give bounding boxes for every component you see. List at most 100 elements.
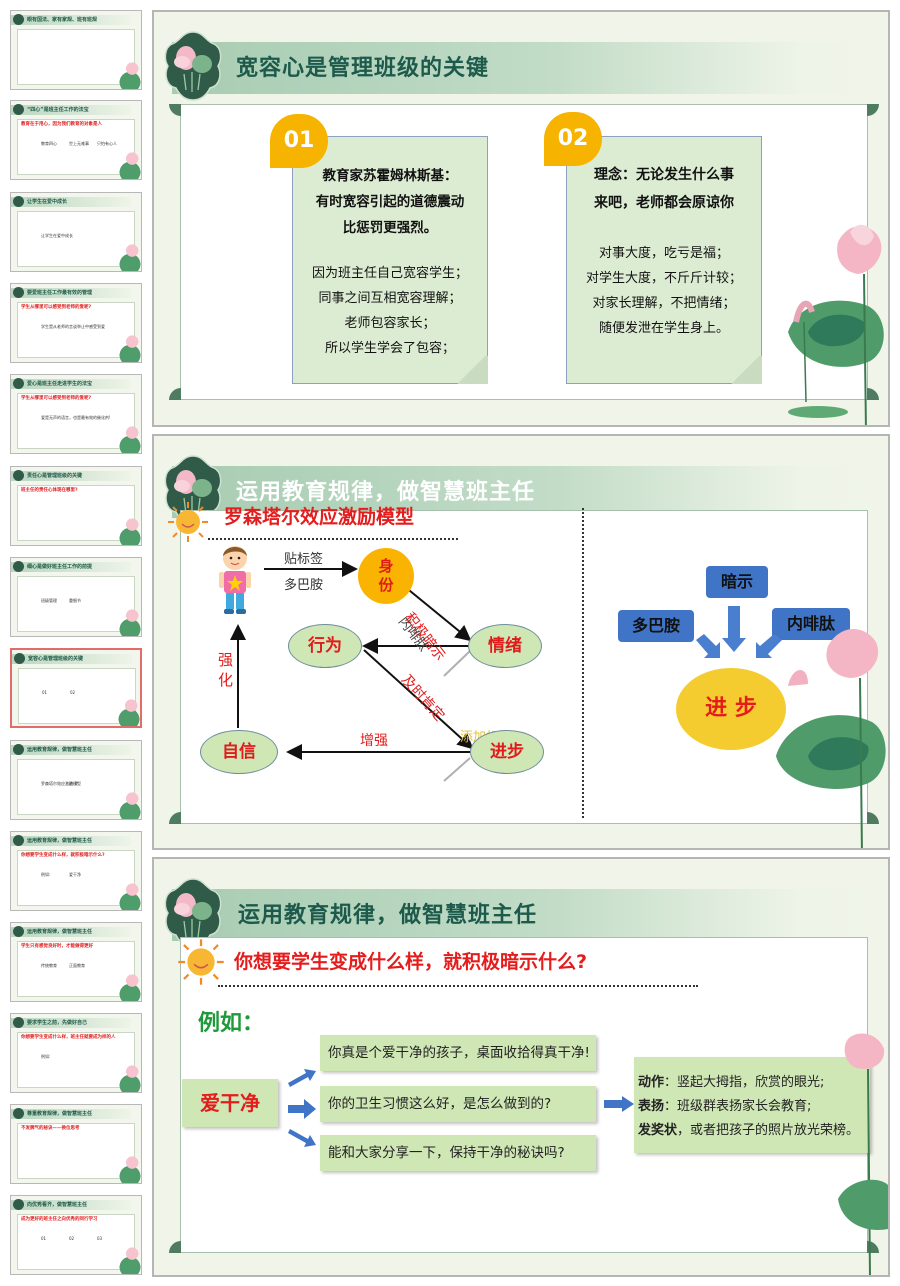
thumb-subtitle: 学生只有感觉良好时，才能做得更好 bbox=[21, 944, 93, 949]
thumb-header bbox=[12, 654, 132, 664]
lotus-logo-icon bbox=[13, 744, 24, 755]
slide-thumbnail[interactable]: 责任心是管理班级的关键班主任的责任心体现在哪里? bbox=[10, 466, 142, 546]
slide-tolerance[interactable]: 宽容心是管理班级的关键 教育家苏霍姆林斯基： 有时宽容引起的道德震动 比惩罚更强… bbox=[152, 10, 890, 427]
slide-thumbnail[interactable]: “四心”是班主任工作的法宝教育在于用心，因为我们教育的对象是人教育四心世上无难事… bbox=[10, 100, 142, 180]
lotus-decoration-icon bbox=[119, 55, 141, 89]
dotted-divider bbox=[582, 508, 584, 818]
lotus-decoration-icon bbox=[119, 328, 141, 362]
lotus-logo-icon bbox=[13, 835, 24, 846]
card-body: 对事大度，吃亏是福； 对学生大度，不斤斤计较； 对家长理解，不把情绪； 随便发泄… bbox=[567, 241, 761, 341]
lotus-logo-icon bbox=[13, 926, 24, 937]
slide-thumbnail[interactable]: 爱心是班主任走进学生的法宝学生从哪里可以感受到老师的爱呢?爱是无声的语言，也是最… bbox=[10, 374, 142, 454]
lotus-logo-icon bbox=[13, 1199, 24, 1210]
note-card-01: 教育家苏霍姆林斯基： 有时宽容引起的道德震动 比惩罚更强烈。 因为班主任自己宽容… bbox=[292, 136, 488, 384]
lotus-decoration-icon bbox=[119, 1058, 141, 1092]
thumb-title: 要爱班主任工作最有效的管理 bbox=[27, 290, 93, 296]
slide-header-band bbox=[172, 466, 872, 518]
thumb-header bbox=[11, 471, 131, 481]
slide-thumbnail[interactable]: 要求学生之前，先做好自己你想要学生变成什么样，班主任就要成为样的人例如: bbox=[10, 1013, 142, 1093]
body-line: 对家长理解，不把情绪； bbox=[592, 296, 736, 311]
thumb-body bbox=[17, 119, 135, 175]
card-body: 因为班主任自己宽容学生； 同事之间互相宽容理解； 老师包容家长； 所以学生学会了… bbox=[293, 261, 487, 361]
node-confidence: 自信 bbox=[200, 730, 278, 774]
slide-thumbnail[interactable]: 眼有国法、家有家规、班有班规 bbox=[10, 10, 142, 90]
sun-icon bbox=[178, 939, 224, 985]
lotus-decoration-icon bbox=[119, 967, 141, 1001]
thumb-text: 班级管理 bbox=[41, 598, 57, 603]
slide-rosenthal-model[interactable]: 运用教育规律，做智慧班主任 罗森塔尔效应激励模型 bbox=[152, 434, 890, 850]
quote-line: 来吧，老师都会原谅你 bbox=[594, 195, 734, 211]
lotus-decoration-icon bbox=[119, 419, 141, 453]
thumb-title: 运用教育规律，做智慧班主任 bbox=[27, 747, 93, 753]
arrow-right-icon bbox=[604, 1096, 634, 1112]
panel-corner bbox=[867, 104, 879, 116]
thumb-header bbox=[11, 745, 131, 755]
action-sep: ， bbox=[677, 1123, 691, 1138]
converging-arrows-icon bbox=[696, 606, 782, 658]
slide-positive-hint[interactable]: 运用教育规律，做智慧班主任 你想要学生变成什么样，就积极暗示什么? 例如： 爱干… bbox=[152, 857, 890, 1277]
action-label: 表扬 bbox=[638, 1099, 665, 1114]
lotus-decoration-icon bbox=[119, 1149, 141, 1183]
slide-thumbnail[interactable]: 要爱班主任工作最有效的管理学生从哪里可以感受到老师的爱呢?学生是从老师的言谈举止… bbox=[10, 283, 142, 363]
thumb-text: 爱是无声的语言，也是最有效的催化剂! bbox=[41, 415, 111, 420]
box-endorphin: 内啡肽 bbox=[772, 608, 850, 640]
thumb-subtitle: 你想要学生变成什么样，班主任就要成为样的人 bbox=[21, 1035, 116, 1040]
number-badge: 02 bbox=[544, 112, 602, 166]
edge-label: 强 bbox=[218, 651, 234, 669]
action-sep: ： bbox=[664, 1075, 678, 1090]
lotus-decoration-icon bbox=[119, 511, 141, 545]
node-label: 份 bbox=[378, 576, 394, 594]
slide-thumbnail[interactable]: 运用教育规律，做智慧班主任罗森塔尔效应激励模型进 步 bbox=[10, 740, 142, 820]
thumb-body bbox=[17, 1032, 135, 1088]
trait-box: 爱干净 bbox=[182, 1079, 278, 1127]
thumb-header bbox=[11, 1018, 131, 1028]
lotus-logo-icon bbox=[164, 455, 222, 525]
thumb-text: 01 bbox=[41, 1236, 47, 1241]
thumb-title: 细心是做好班主任工作的前提 bbox=[27, 564, 93, 570]
content-panel bbox=[169, 510, 879, 824]
lotus-logo-icon bbox=[13, 1017, 24, 1028]
edge-label: 化 bbox=[218, 671, 234, 689]
example-label: 例如： bbox=[198, 1011, 265, 1036]
panel-corner bbox=[169, 1241, 181, 1253]
note-card-02: 理念：无论发生什么事 来吧，老师都会原谅你 对事大度，吃亏是福； 对学生大度，不… bbox=[566, 136, 762, 384]
slide-thumbnail[interactable]: 让学生在爱中成长让学生在爱中成长 bbox=[10, 192, 142, 272]
thumb-title: 尊重教育规律，做智慧班主任 bbox=[27, 1111, 93, 1117]
thumb-text: 罗森塔尔效应激励模型 bbox=[41, 781, 81, 786]
thumb-body bbox=[17, 1123, 135, 1179]
slide-thumbnail[interactable]: 运用教育规律，做智慧班主任你想要学生变成什么样，就积极暗示什么?例如:爱干净 bbox=[10, 831, 142, 911]
thumb-body bbox=[17, 1214, 135, 1270]
slide-thumbnail[interactable]: 细心是做好班主任工作的前提班级管理重细节 bbox=[10, 557, 142, 637]
thumb-subtitle: 班主任的责任心体现在哪里? bbox=[21, 488, 78, 493]
thumb-subtitle: 学生从哪里可以感受到老师的爱呢? bbox=[21, 305, 92, 310]
thumb-text: 02 bbox=[70, 690, 76, 695]
body-line: 对事大度，吃亏是福； bbox=[598, 246, 729, 261]
thumb-text: 让学生在爱中成长 bbox=[41, 233, 73, 238]
thumb-text: 爱干净 bbox=[69, 872, 81, 877]
quote-line: 教育家苏霍姆林斯基： bbox=[322, 168, 458, 184]
thumb-text: 03 bbox=[97, 1236, 103, 1241]
number-badge: 01 bbox=[270, 114, 328, 168]
thumb-body bbox=[17, 850, 135, 906]
slide-thumbnail[interactable]: 运用教育规律，做智慧班主任学生只有感觉良好时，才能做得更好传统教育正面教育 bbox=[10, 922, 142, 1002]
edge-label-reinforce: 强 化 bbox=[218, 650, 233, 690]
lotus-decoration-icon bbox=[119, 602, 141, 636]
lotus-logo-icon bbox=[13, 196, 24, 207]
body-line: 同事之间互相宽容理解； bbox=[318, 291, 462, 306]
lotus-decoration-icon bbox=[118, 692, 140, 726]
dotted-divider bbox=[218, 985, 698, 987]
thumb-header bbox=[11, 197, 131, 207]
thumb-header bbox=[11, 15, 131, 25]
phrase-box: 你的卫生习惯这么好，是怎么做到的? bbox=[320, 1086, 596, 1122]
slide-thumbnail[interactable]: 尊重教育规律，做智慧班主任不发脾气的秘诀——换位思考 bbox=[10, 1104, 142, 1184]
thumb-title: 眼有国法、家有家规、班有班规 bbox=[27, 17, 98, 23]
hint-subtitle: 你想要学生变成什么样，就积极暗示什么? bbox=[234, 951, 588, 973]
body-line: 因为班主任自己宽容学生； bbox=[311, 266, 468, 281]
thumb-subtitle: 教育在于用心，因为我们教育的对象是人 bbox=[21, 122, 102, 127]
thumb-header bbox=[11, 1200, 131, 1210]
panel-corner bbox=[169, 812, 181, 824]
node-emotion: 情绪 bbox=[468, 624, 542, 668]
action-label: 发奖状 bbox=[638, 1123, 678, 1138]
